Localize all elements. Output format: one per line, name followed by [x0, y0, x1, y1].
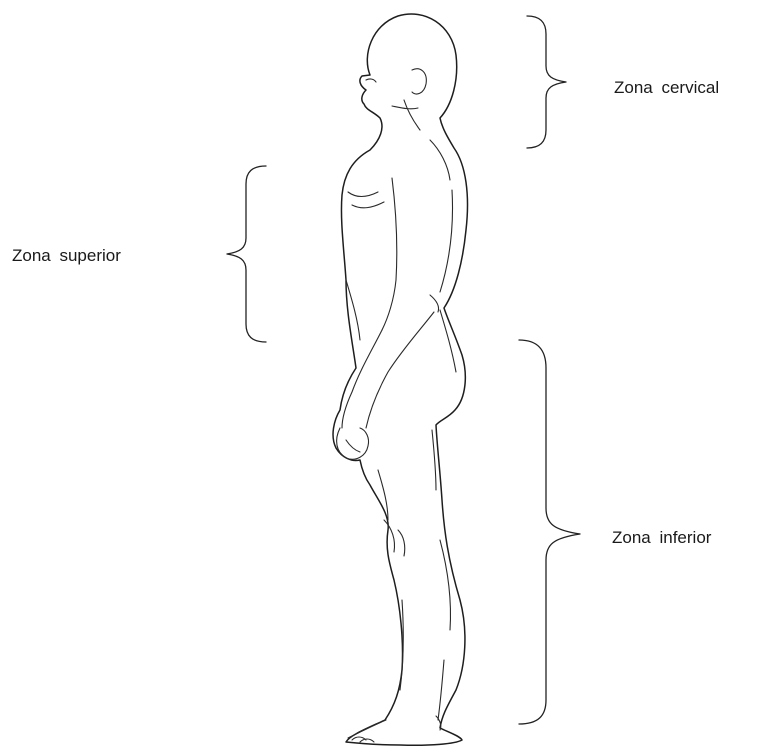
upper-arm-front: [382, 178, 397, 330]
hand: [337, 428, 369, 459]
knee: [384, 520, 395, 552]
cervical-bracket: [527, 16, 566, 148]
achilles-line: [438, 660, 444, 720]
shoulder-line: [430, 140, 450, 180]
forearm-back: [366, 312, 434, 428]
figure-outline: [333, 14, 467, 745]
jaw-line: [392, 106, 418, 109]
foot-top: [348, 720, 386, 738]
eye: [366, 79, 376, 82]
inferior-bracket: [519, 340, 580, 724]
ear: [412, 69, 426, 94]
superior-bracket: [227, 166, 266, 342]
knee-inner: [398, 530, 405, 556]
chest-line: [348, 192, 378, 197]
upper-arm-back: [440, 190, 453, 292]
leg-inner-line: [432, 430, 436, 490]
superior-zone-label: Zona superior: [12, 246, 121, 265]
cervical-zone-label: Zona cervical: [614, 78, 719, 97]
elbow: [430, 295, 439, 312]
finger-line: [346, 440, 360, 452]
thigh-line: [378, 470, 388, 520]
toes: [352, 737, 374, 742]
inferior-zone-label: Zona inferior: [612, 528, 712, 547]
human-figure: [333, 14, 467, 745]
neck-line: [404, 100, 420, 130]
forearm-front: [342, 330, 382, 428]
pectoral-line: [352, 202, 384, 208]
